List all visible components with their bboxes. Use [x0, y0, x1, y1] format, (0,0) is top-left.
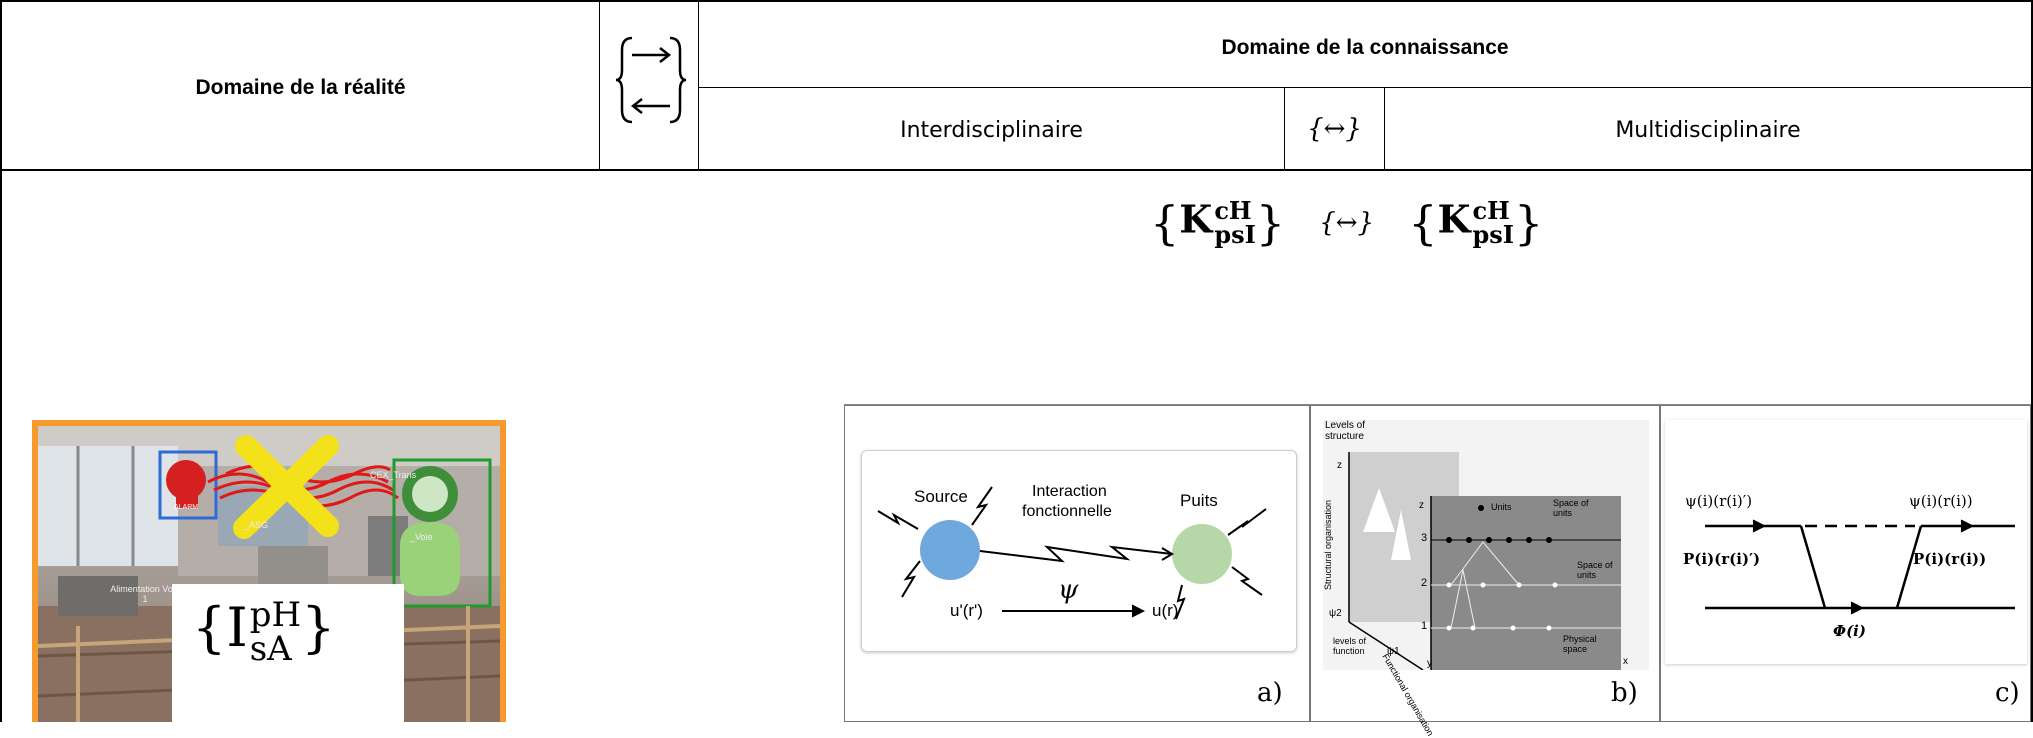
p-left-label: P(i)(r(i)′)	[1683, 550, 1761, 568]
units-label: Units	[1491, 502, 1512, 512]
table-top-border	[0, 0, 2033, 2]
u-label: u(r)	[1152, 601, 1179, 620]
column-divider-3	[1284, 88, 1285, 170]
photo-brace-open: {	[192, 596, 227, 659]
p-right-label: P(i)(r(i))	[1913, 550, 1987, 568]
level-1-label: 1	[1421, 620, 1428, 632]
psi-right-label: ψ(i)(r(i))	[1909, 492, 1973, 510]
puits-label: Puits	[1180, 491, 1218, 510]
formula-middle-symbol: {↔}	[1319, 208, 1375, 238]
space-of-units-label-2: Space of units	[1577, 560, 1613, 580]
formula-left-sub: psI	[1214, 220, 1256, 249]
column-divider-1	[599, 0, 600, 170]
multidisciplinary-header: Multidisciplinaire	[1615, 118, 1801, 143]
levels-function-label: levels of function	[1333, 636, 1367, 656]
label-voie: _Voie	[410, 532, 433, 542]
psi1-label: ψ1	[1387, 646, 1400, 657]
level-3-label: 3	[1421, 532, 1428, 544]
axis-y-label: y	[1427, 658, 1432, 669]
alarm-label: ALARM	[174, 504, 199, 511]
photo-brace-close: }	[301, 596, 336, 659]
formula-left-k: K	[1179, 196, 1213, 242]
table-left-border	[0, 0, 2, 722]
physical-space-label: Physical space	[1563, 634, 1597, 654]
axis-z-front: z	[1419, 500, 1424, 511]
levels-structure-2: structure	[1325, 431, 1364, 442]
u-prime-label: u'(r')	[950, 601, 983, 620]
reality-domain-header: Domaine de la réalité	[195, 76, 406, 99]
panel-b: Levels of structure z z Structural organ…	[1310, 405, 1660, 738]
knowledge-header-divider	[698, 87, 2033, 88]
photo-formula-sub: sA	[249, 629, 292, 669]
panel-c: ψ(i)(r(i)′) ψ(i)(r(i)) P(i)(r(i)′) P(i)(…	[1660, 405, 2031, 722]
interaction-label-2: fonctionnelle	[1022, 503, 1112, 520]
left-brace-open: {	[1150, 196, 1180, 250]
source-label: Source	[914, 487, 968, 506]
formula-left-sup: cH	[1214, 196, 1252, 225]
panel-a: Source Interaction fonctionnelle Puits ψ…	[844, 405, 1310, 722]
levels-structure-1: Levels of	[1325, 420, 1366, 431]
column-divider-4	[1384, 88, 1385, 170]
axis-z-back: z	[1337, 460, 1342, 471]
photo-formula-sup: pH	[249, 595, 302, 635]
left-brace-close: }	[1255, 196, 1286, 250]
photo-formula-main: I	[226, 596, 248, 659]
interaction-label-1: Interaction	[1032, 483, 1107, 500]
panel-b-label: b)	[1611, 678, 1638, 708]
psi2-label: ψ2	[1329, 608, 1342, 619]
column-divider-2	[698, 0, 699, 170]
psi-left-label: ψ(i)(r(i)′)	[1685, 492, 1753, 510]
formula-right-sup: cH	[1472, 196, 1510, 225]
panel-a-label: a)	[1257, 678, 1283, 708]
panel-c-diagram: ψ(i)(r(i)′) ψ(i)(r(i)) P(i)(r(i)′) P(i)(…	[1665, 420, 2027, 664]
exchange-arrows-symbol	[612, 30, 690, 130]
formula-right-sub: psI	[1472, 220, 1515, 249]
table-right-border	[2031, 0, 2033, 722]
psi-label: ψ	[1058, 575, 1079, 605]
right-brace-close: }	[1514, 196, 1544, 250]
right-brace-open: {	[1408, 196, 1438, 250]
level-2-label: 2	[1421, 577, 1428, 589]
label-asg: _ASG	[244, 520, 269, 530]
header-bottom-border	[0, 169, 2033, 171]
interdisciplinary-header: Interdisciplinaire	[900, 118, 1083, 143]
label-cex: CEX_Trans	[370, 470, 417, 480]
space-of-units-label: Space of units	[1553, 498, 1589, 518]
structural-org-label: Structural organisation	[1323, 499, 1334, 591]
panel-b-diagram: Levels of structure z z Structural organ…	[1323, 420, 1649, 738]
bidirectional-symbol: {↔}	[1307, 114, 1362, 144]
phi-label: Φ(i)	[1833, 622, 1866, 640]
label-alimentation: Alimentation Voie 1	[110, 584, 180, 604]
knowledge-domain-header: Domaine de la connaissance	[1221, 36, 1509, 59]
formula-right-k: K	[1437, 196, 1471, 242]
panel-a-diagram: Source Interaction fonctionnelle Puits ψ…	[861, 450, 1297, 652]
axis-x-label: x	[1623, 656, 1628, 667]
panel-c-label: c)	[1995, 678, 2020, 708]
